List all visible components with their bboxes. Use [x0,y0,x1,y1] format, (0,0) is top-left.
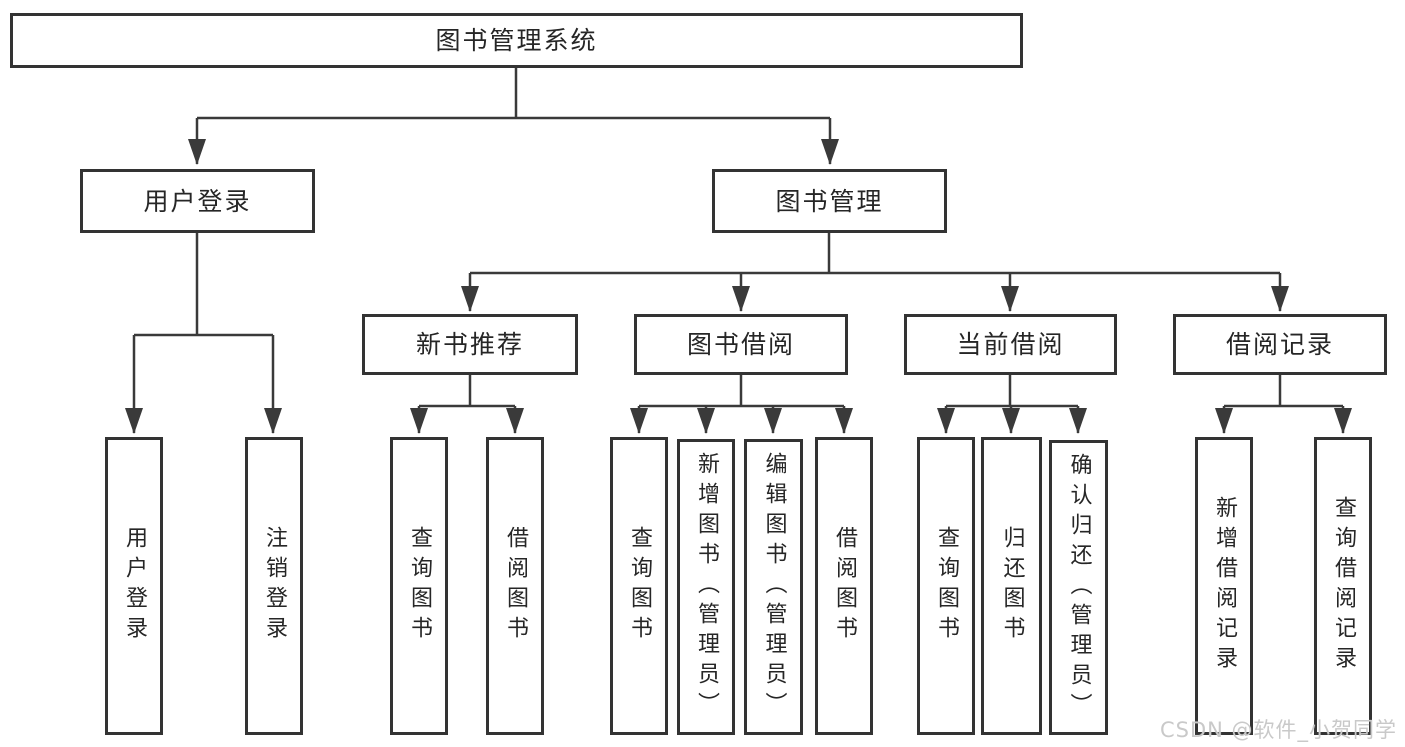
node-book-management: 图书管理 [712,169,947,233]
leaf-user-login: 用户登录 [105,437,163,735]
watermark: CSDN @软件_小贺同学 [1160,718,1398,742]
leaf-confirm-return-admin: 确认归还（管理员） [1049,440,1108,735]
leaf-borrow-books: 借阅图书 [815,437,873,735]
node-book-borrowing: 图书借阅 [634,314,848,375]
node-user-login: 用户登录 [80,169,315,233]
leaf-logout: 注销登录 [245,437,303,735]
leaf-query-books-borrow: 查询图书 [610,437,668,735]
leaf-query-books-current: 查询图书 [917,437,975,735]
node-current-borrowing: 当前借阅 [904,314,1117,375]
leaf-add-book-admin: 新增图书（管理员） [677,439,735,735]
leaf-add-borrow-record: 新增借阅记录 [1195,437,1253,735]
leaf-edit-book-admin: 编辑图书（管理员） [744,439,803,735]
node-library-system: 图书管理系统 [10,13,1023,68]
leaf-borrow-books-recommend: 借阅图书 [486,437,544,735]
node-borrowing-records: 借阅记录 [1173,314,1387,375]
leaf-query-books-recommend: 查询图书 [390,437,448,735]
leaf-return-book: 归还图书 [981,437,1042,735]
leaf-query-borrow-record: 查询借阅记录 [1314,437,1372,735]
node-new-book-recommend: 新书推荐 [362,314,578,375]
